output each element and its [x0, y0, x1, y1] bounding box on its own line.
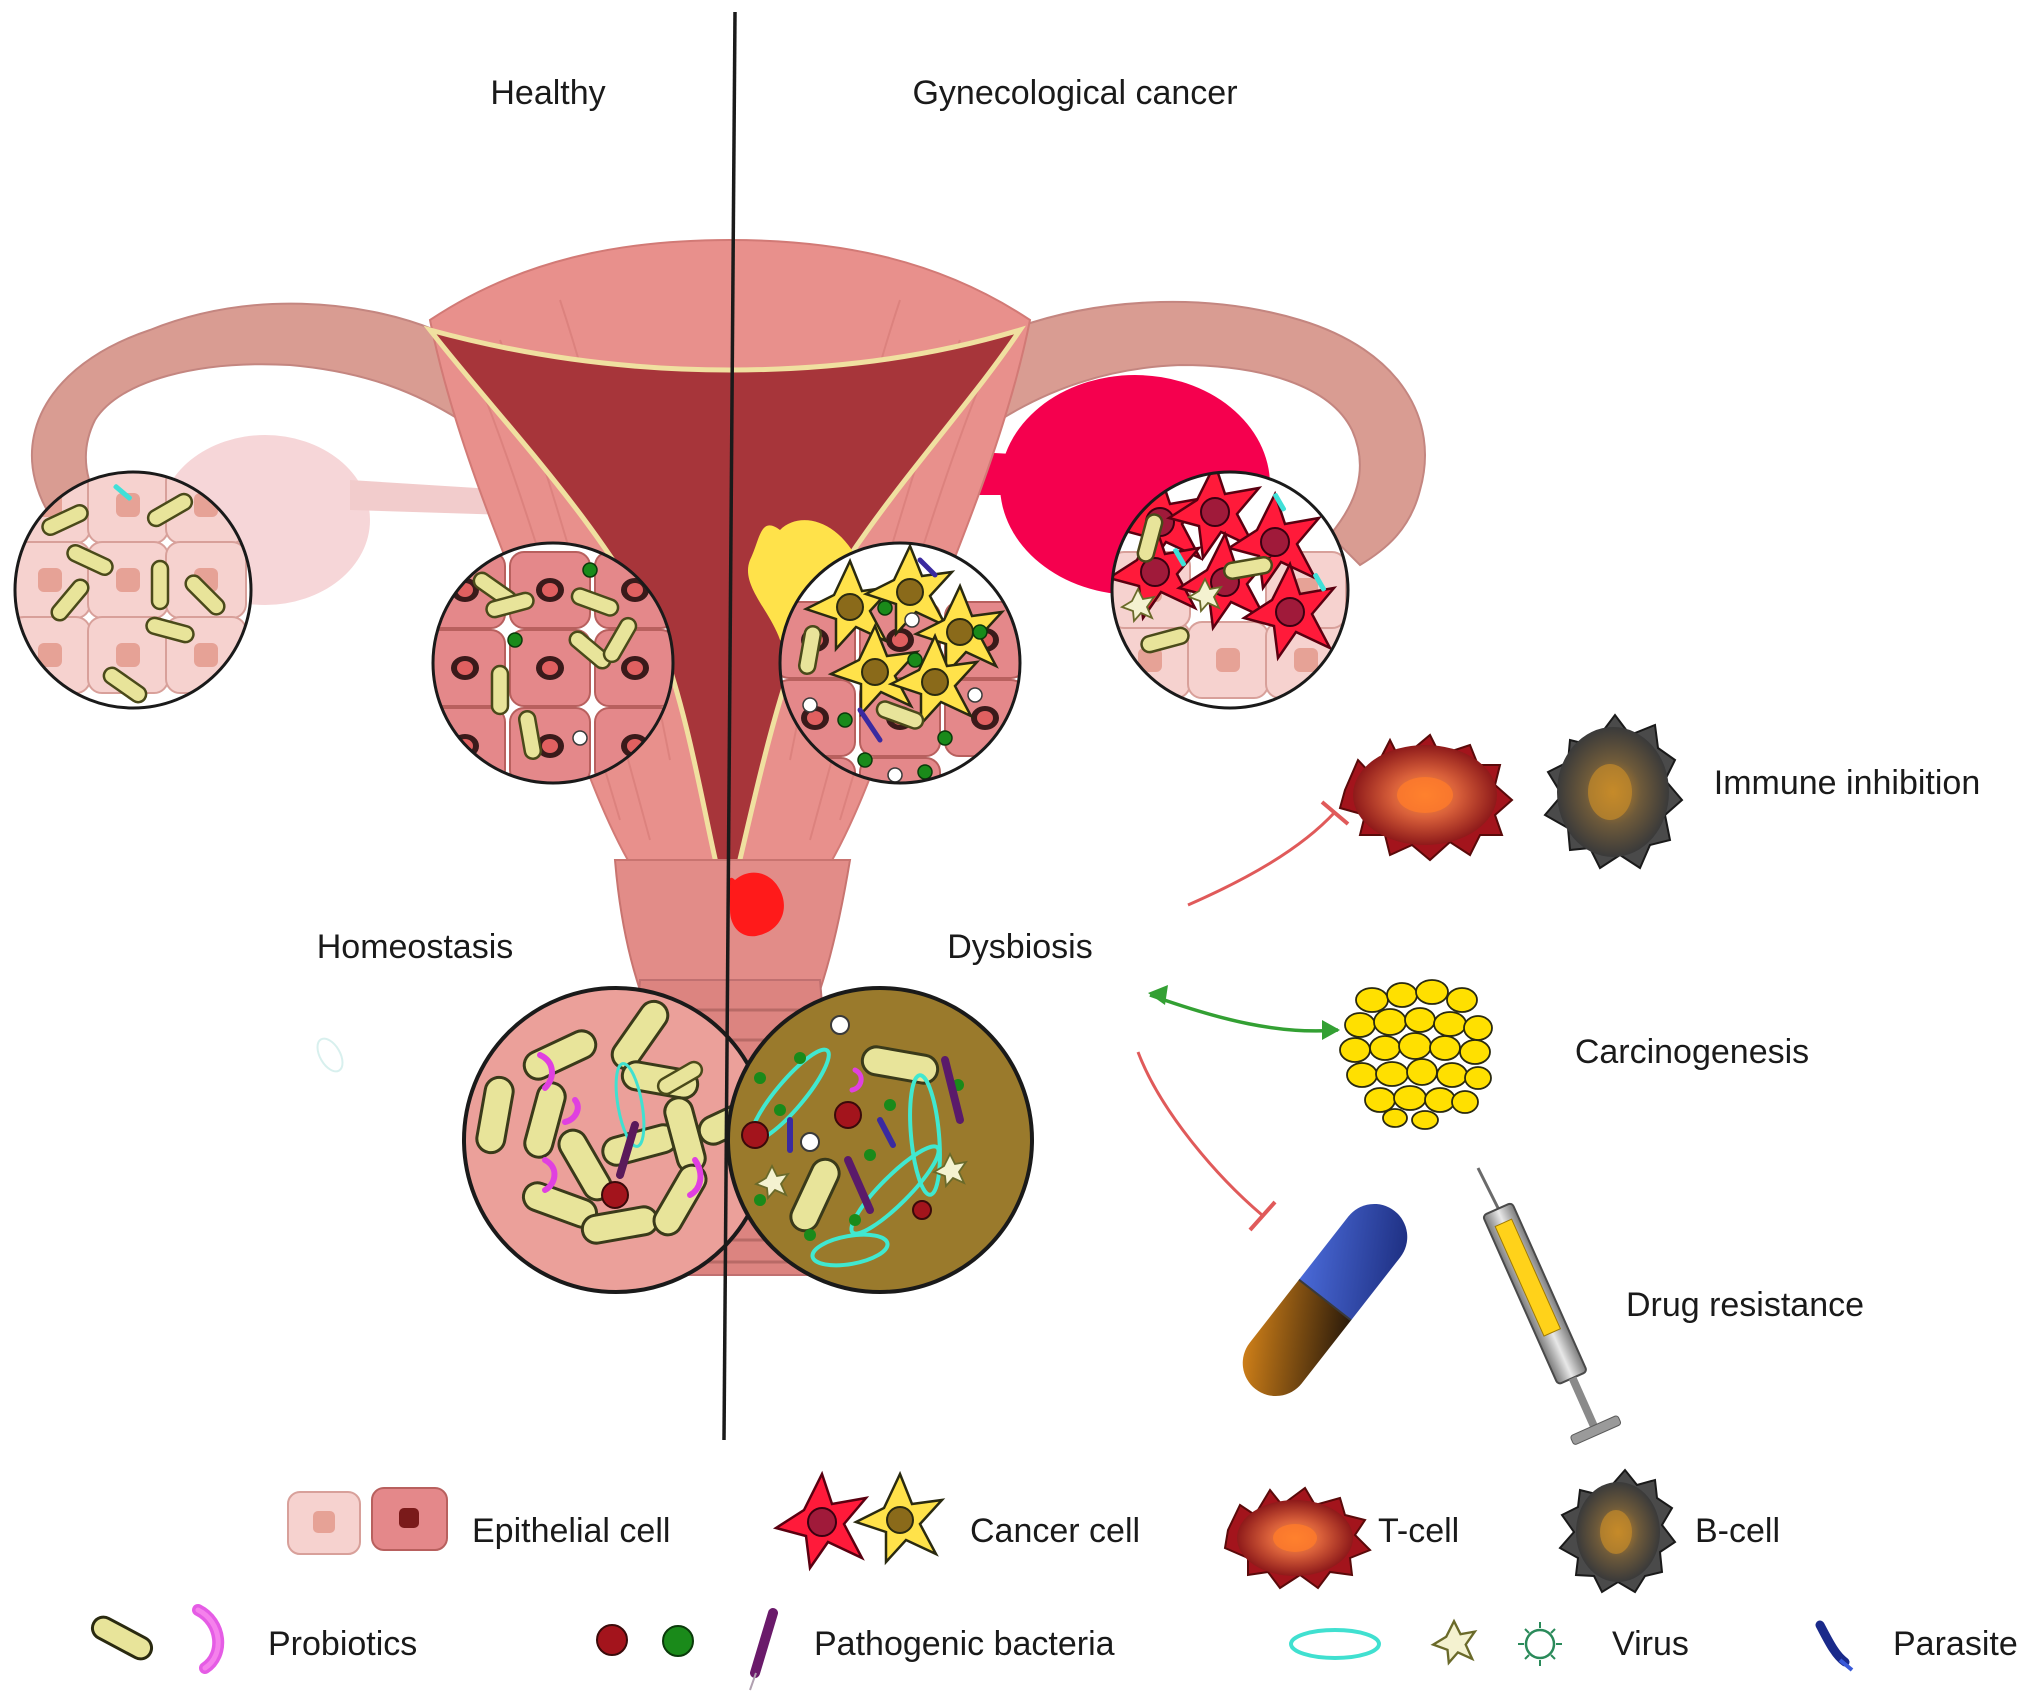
label-gynecological-cancer: Gynecological cancer — [912, 74, 1237, 112]
legend-b-cell-label: B-cell — [1695, 1512, 1780, 1550]
legend-pathogen-green-icon — [662, 1625, 694, 1657]
legend-pathogenic-label: Pathogenic bacteria — [814, 1625, 1115, 1663]
healthy-cancer-divider — [722, 11, 737, 1441]
arrow-carcinogenesis — [1148, 985, 1340, 1040]
legend-cancer-cell-label: Cancer cell — [970, 1512, 1140, 1550]
zoom-left-ovary — [13, 470, 253, 710]
legend-b-cell-icon — [1558, 1468, 1677, 1594]
legend-virus-star-icon — [1432, 1620, 1476, 1664]
b-cell-icon — [1543, 713, 1684, 870]
legend-parasite-label: Parasite — [1893, 1625, 2018, 1663]
syringe-icon — [1476, 1167, 1622, 1445]
cervical-tumor — [728, 872, 784, 937]
legend-virus-label: Virus — [1612, 1625, 1689, 1663]
legend-probiotics-label: Probiotics — [268, 1625, 417, 1663]
label-immune-inhibition: Immune inhibition — [1714, 764, 1980, 802]
legend-probiotic-curved-icon — [192, 1604, 225, 1674]
legend-virus-round-icon — [1518, 1622, 1562, 1666]
t-cell-icon — [1338, 733, 1514, 862]
legend-t-cell-label: T-cell — [1378, 1512, 1459, 1550]
legend-pathogen-rod-icon — [749, 1608, 778, 1691]
legend-epithelial-dark-icon — [371, 1487, 448, 1551]
zoom-cancer-ovary — [1110, 470, 1350, 710]
left-ovarian-ligament — [350, 480, 510, 515]
faint-parasite-mark — [316, 1037, 344, 1073]
legend-parasite-icon — [1815, 1620, 1854, 1672]
label-carcinogenesis: Carcinogenesis — [1575, 1033, 1809, 1071]
legend-probiotic-rod-icon — [90, 1615, 154, 1661]
label-healthy: Healthy — [490, 74, 605, 112]
label-drug-resistance: Drug resistance — [1626, 1286, 1864, 1324]
legend-t-cell-icon — [1223, 1486, 1372, 1590]
pill-icon — [1242, 1204, 1408, 1396]
zoom-healthy-endometrium — [431, 541, 675, 785]
arrow-immune-inhibition — [1187, 800, 1350, 907]
right-fallopian-tube — [998, 300, 1426, 567]
legend-pathogen-red-icon — [596, 1624, 628, 1656]
label-homeostasis: Homeostasis — [317, 928, 514, 966]
label-dysbiosis: Dysbiosis — [947, 928, 1092, 966]
tumor-cluster-icon — [1339, 979, 1493, 1130]
legend-cancer-cell-red-icon — [774, 1472, 868, 1570]
legend: Epithelial cell Cancer cell T-cell B-cel… — [90, 1468, 2018, 1691]
zoom-cancer-endometrium — [778, 541, 1022, 785]
zoom-vaginal-dysbiosis — [726, 986, 1034, 1294]
legend-virus-ellipse-icon — [1289, 1628, 1381, 1660]
legend-epithelial-label: Epithelial cell — [472, 1512, 670, 1550]
legend-epithelial-light-icon — [287, 1491, 361, 1555]
legend-cancer-cell-yellow-icon — [854, 1472, 944, 1564]
arrow-drug-resistance — [1136, 1051, 1277, 1232]
